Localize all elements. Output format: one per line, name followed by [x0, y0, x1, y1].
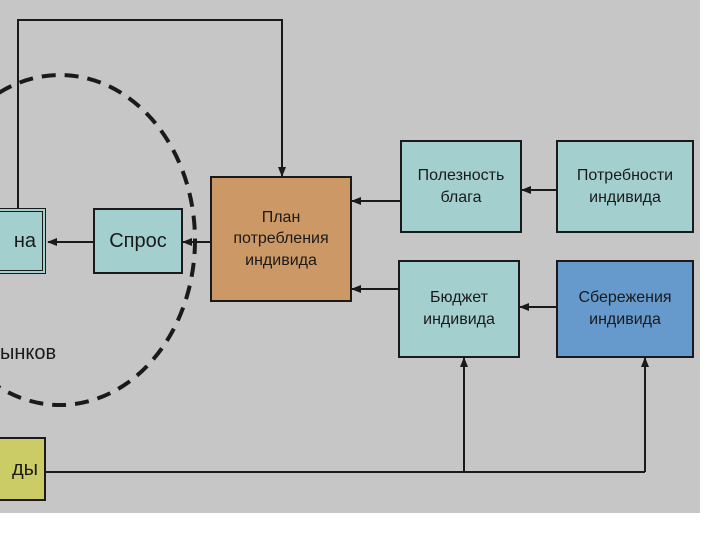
needs-box: Потребности индивида [556, 140, 694, 233]
demand-box: Спрос [93, 208, 183, 274]
savings-box: Сбережения индивида [556, 260, 694, 358]
consumption-plan-box: План потребления индивида [210, 176, 352, 302]
markets-label-fragment: ынков [0, 342, 57, 364]
price-box-fragment: на [0, 208, 46, 274]
feedback-loop-connector [17, 19, 286, 208]
budget-box: Бюджет индивида [398, 260, 520, 358]
income-box-fragment: ды [0, 437, 46, 501]
utility-box: Полезность блага [400, 140, 522, 233]
markets-dashed-ellipse [0, 73, 197, 407]
